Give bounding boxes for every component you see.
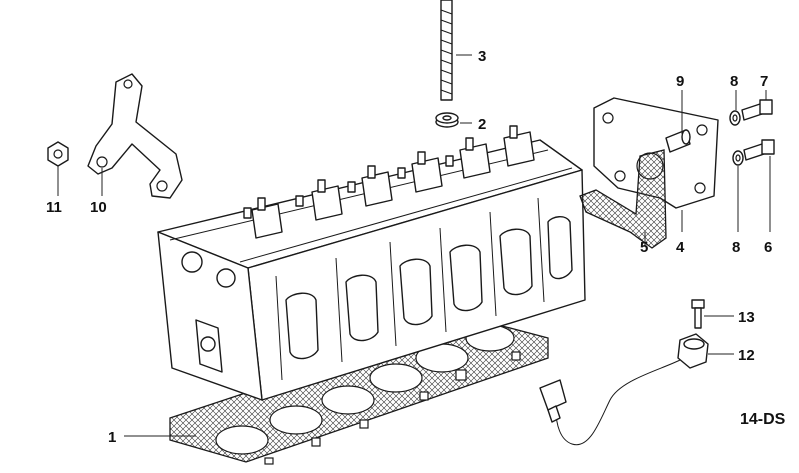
- callout-3: 3: [478, 48, 486, 65]
- bolt-lower: [743, 139, 775, 161]
- callout-7: 7: [760, 73, 768, 90]
- cylinder-head: [157, 125, 586, 401]
- diagram-code: 14-DS: [740, 411, 786, 428]
- callout-2: 2: [478, 116, 486, 133]
- washer: [435, 112, 459, 128]
- callout-5: 5: [640, 239, 648, 256]
- callout-9: 9: [676, 73, 684, 90]
- callout-6: 6: [764, 239, 772, 256]
- callout-11: 11: [46, 199, 62, 216]
- callout-12: 12: [738, 347, 755, 364]
- callout-8-lower: 8: [732, 239, 740, 256]
- lifting-bracket: [87, 73, 183, 199]
- callout-1: 1: [108, 429, 116, 446]
- callout-13: 13: [738, 309, 755, 326]
- nut: [47, 141, 69, 167]
- callout-8-upper: 8: [730, 73, 738, 90]
- head-bolt: [440, 0, 453, 101]
- cover-gasket: [579, 149, 667, 249]
- washer-lower: [732, 150, 744, 166]
- sensor-bolt: [691, 299, 705, 329]
- washer-upper: [729, 110, 741, 126]
- callout-10: 10: [90, 199, 107, 216]
- dowel-sleeve: [665, 129, 691, 153]
- callout-4: 4: [676, 239, 685, 256]
- bolt-upper: [741, 99, 773, 121]
- knock-sensor: [539, 333, 709, 446]
- leader-lines: [57, 54, 771, 437]
